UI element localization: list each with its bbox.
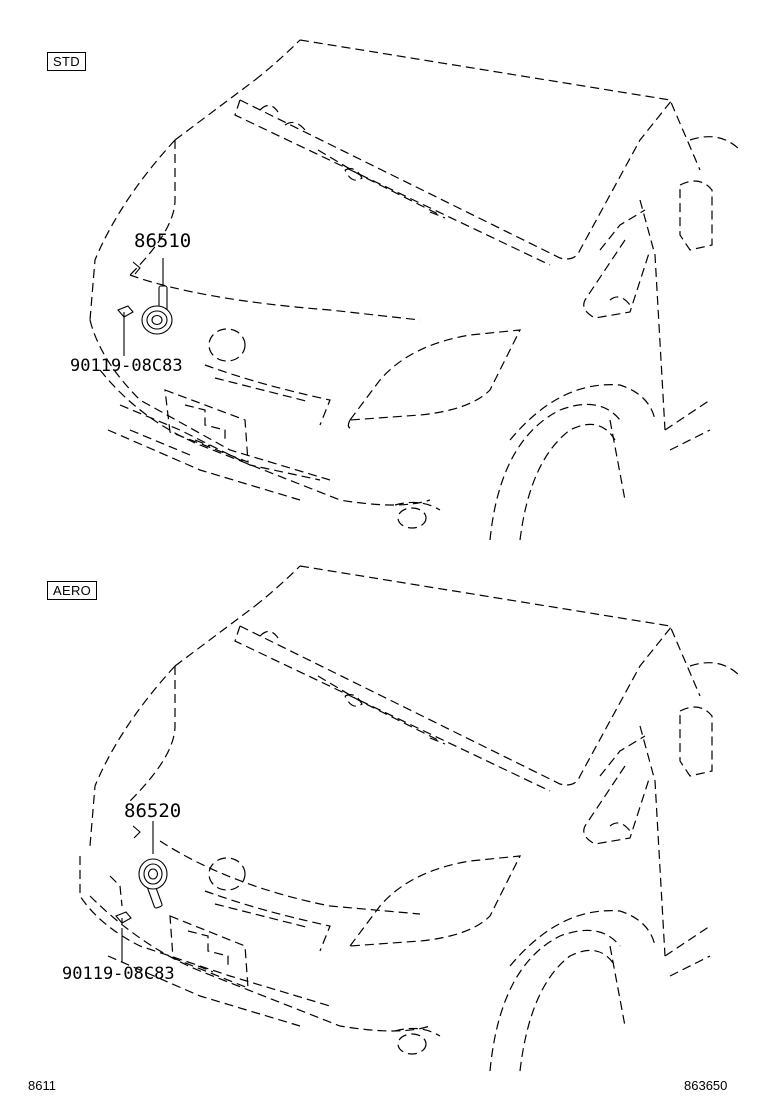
part-number-86510: 86510 — [134, 230, 192, 252]
part-number-86520: 86520 — [124, 800, 182, 822]
bolt-90119-aero — [115, 911, 132, 924]
part-number-bolt-std: 90119-08C83 — [70, 356, 183, 376]
horn-86510 — [141, 285, 173, 335]
car-front-drawing-std — [89, 39, 741, 541]
std-panel: STD 86510 90119-08C83 — [47, 39, 741, 541]
horn-86520 — [138, 858, 168, 909]
car-front-drawing-aero — [79, 565, 741, 1072]
variant-label-std: STD — [47, 52, 86, 71]
variant-label-aero: AERO — [47, 581, 98, 600]
bolt-90119 — [117, 305, 134, 318]
figure-code-right: 863650 — [684, 1078, 728, 1093]
figure-code-left: 8611 — [28, 1078, 56, 1093]
aero-panel: AERO 86520 90119-08C83 — [0, 556, 760, 1076]
part-number-bolt-aero: 90119-08C83 — [62, 964, 175, 984]
